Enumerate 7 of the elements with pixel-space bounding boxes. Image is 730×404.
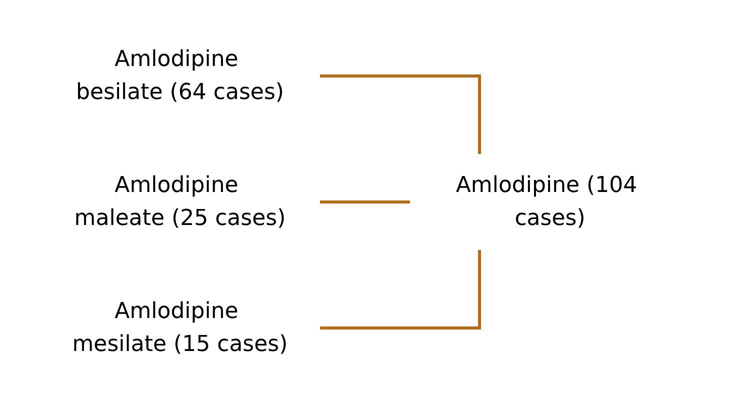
node-text: Amlodipine besilate (64 cases) <box>76 47 284 105</box>
node-text: Amlodipine mesilate (15 cases) <box>72 299 288 357</box>
connector <box>320 200 412 204</box>
node-text: Amlodipine (104 cases) <box>456 173 638 231</box>
connector <box>320 74 482 154</box>
node-text: Amlodipine maleate (25 cases) <box>74 173 286 231</box>
connector <box>320 250 482 330</box>
